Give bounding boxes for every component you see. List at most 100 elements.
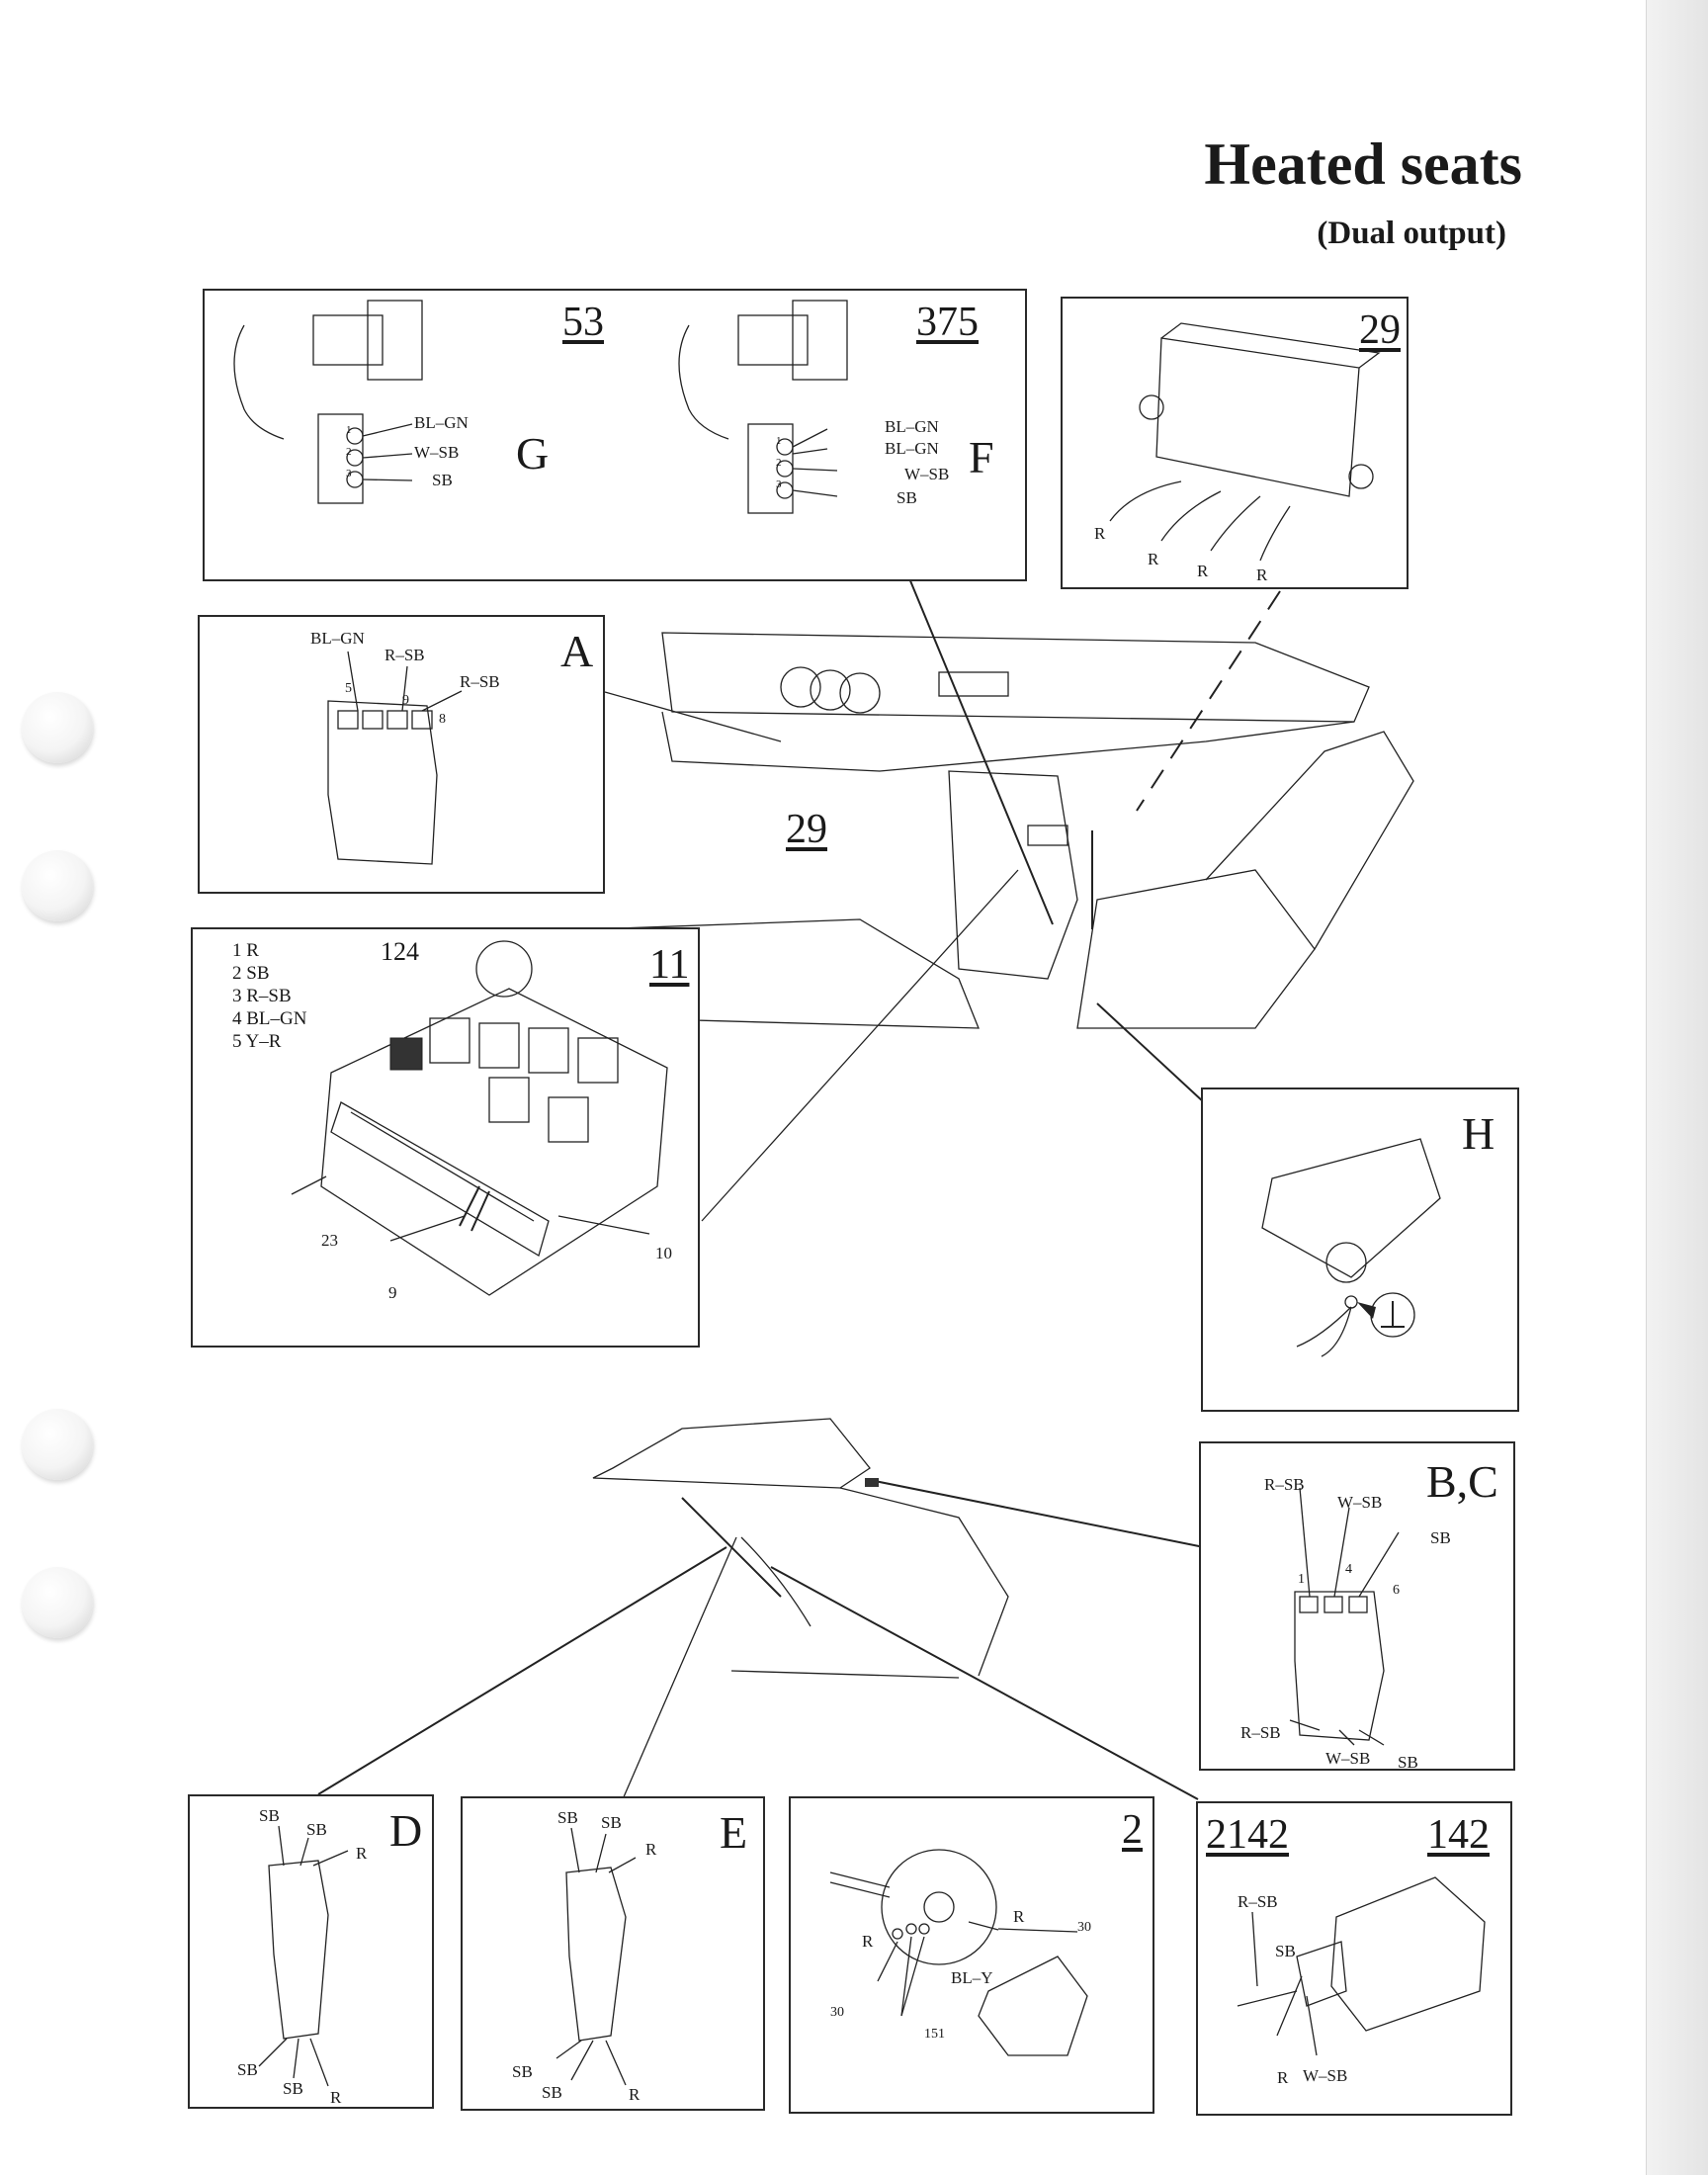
callout-line (622, 1536, 737, 1800)
ground-h-panel: H (1201, 1088, 1519, 1412)
connector-letter-g: G (516, 428, 550, 478)
connector-a-panel: A BL–GN R–SB R–SB 5 9 8 (198, 615, 605, 894)
wire-lead (608, 1857, 637, 1873)
wire-label: SB (1430, 1528, 1451, 1547)
component-number-375: 375 (916, 300, 979, 345)
callout-line (877, 1941, 898, 1982)
dashboard-top (661, 632, 1370, 723)
switch-center (923, 1891, 955, 1923)
wire (829, 1881, 891, 1898)
connector-letter-f: F (969, 432, 994, 482)
switch-g-body (312, 314, 384, 366)
callout-line (317, 1546, 727, 1795)
wire-label: R (330, 2088, 342, 2107)
dashboard-front (661, 711, 1355, 772)
pin-label: 5 (345, 681, 352, 696)
pin-label: 1 (1298, 1572, 1305, 1587)
wire-label: SB (897, 488, 917, 507)
page-subtitle: (Dual output) (1317, 216, 1506, 251)
wire-lead (1306, 1995, 1318, 2056)
wire (1160, 490, 1222, 542)
wire-label: R–SB (1264, 1475, 1305, 1494)
callout-label: 23 (321, 1231, 338, 1250)
wire-label: R (1277, 2068, 1289, 2087)
wire-label: R–SB (1240, 1723, 1281, 1742)
wire-label: 30 (830, 2005, 844, 2020)
wire-color-legend: 1 R 2 SB 3 R–SB 4 BL–GN 5 Y–R (232, 939, 306, 1053)
ground-wire (1321, 1306, 1352, 1357)
ground-arrow (1357, 1302, 1376, 1319)
connector-body (268, 1860, 329, 2040)
switch-block (1027, 825, 1068, 846)
fuse-row (350, 1111, 535, 1222)
connector-letter-a: A (560, 626, 594, 676)
pin-label: 2 (346, 446, 352, 458)
ground-point-drawing (1261, 1138, 1441, 1357)
wire-label: BL–GN (885, 417, 939, 436)
switch-g-rocker (367, 300, 423, 381)
page-edge (1646, 0, 1708, 2175)
wire-lead (1358, 1729, 1385, 1746)
callout-line (770, 1566, 1199, 1800)
wire-lead (258, 2038, 288, 2067)
terminal (1348, 1596, 1368, 1613)
wire-label: W–SB (1303, 2066, 1348, 2085)
relay-cover (475, 940, 533, 998)
wire-lead (293, 2038, 299, 2079)
relay-number-124: 124 (381, 937, 419, 966)
terminal (1324, 1596, 1343, 1613)
wire-label: BL–GN (414, 413, 469, 432)
relay (478, 1022, 520, 1069)
legend-item: 4 BL–GN (232, 1008, 307, 1029)
wire-label: SB (237, 2060, 258, 2079)
component-number-2: 2 (1122, 1807, 1143, 1853)
wire-label: SB (601, 1813, 622, 1832)
gauge (839, 672, 881, 714)
wire-label: SB (1275, 1942, 1296, 1960)
relay (528, 1027, 569, 1074)
right-seat-back (1205, 731, 1414, 950)
connector-letter-h: H (1462, 1108, 1495, 1159)
relay (429, 1017, 470, 1064)
wire-label: SB (306, 1820, 327, 1839)
wire-label: R (629, 2085, 640, 2104)
wire-lead (362, 453, 413, 459)
connector-body (327, 700, 438, 865)
legend-item: 2 SB (232, 963, 270, 984)
switch-g-harness (233, 324, 285, 440)
connector-bc-panel: B,C R–SB W–SB SB 1 4 6 R–SB W–SB SB (1199, 1441, 1515, 1772)
pin-label: 3 (346, 468, 352, 479)
binder-hole (22, 1409, 93, 1480)
ground-wire (1296, 1306, 1352, 1348)
relay (577, 1037, 619, 1084)
wire-lead (278, 1825, 285, 1867)
ignition-switch-drawing (829, 1849, 1088, 2056)
relay-body (1330, 1876, 1486, 2032)
wire-lead (421, 690, 463, 712)
wire-lead (1358, 1531, 1400, 1598)
wire-lead (792, 428, 828, 448)
wire-lead (1276, 1975, 1303, 2037)
terminal (386, 710, 408, 730)
wire-lead (362, 423, 413, 437)
wire-label: R (1148, 550, 1159, 568)
wire-label: SB (1398, 1753, 1418, 1772)
mount-screw (1348, 464, 1374, 489)
callout-line (908, 577, 1054, 925)
wire-label: R (1197, 562, 1209, 580)
dashboard-callout-29: 29 (786, 807, 827, 852)
wire-lead (1299, 1487, 1311, 1598)
page-title: Heated seats (1204, 131, 1522, 197)
wire-lead (555, 2040, 582, 2059)
wire-label: R–SB (384, 646, 425, 664)
component-number-142: 142 (1427, 1812, 1490, 1858)
wire-label: R (645, 1840, 657, 1859)
relay-142-panel: 2142 142 R–SB SB R W–SB (1196, 1801, 1512, 2116)
wire-lead (312, 1850, 349, 1867)
component-number-11: 11 (649, 942, 690, 988)
switch-module (978, 1956, 1088, 2056)
callout-line (389, 1215, 466, 1242)
wire-label: SB (542, 2083, 562, 2102)
pin-label: 4 (1345, 1562, 1352, 1577)
bracket (1261, 1138, 1441, 1278)
